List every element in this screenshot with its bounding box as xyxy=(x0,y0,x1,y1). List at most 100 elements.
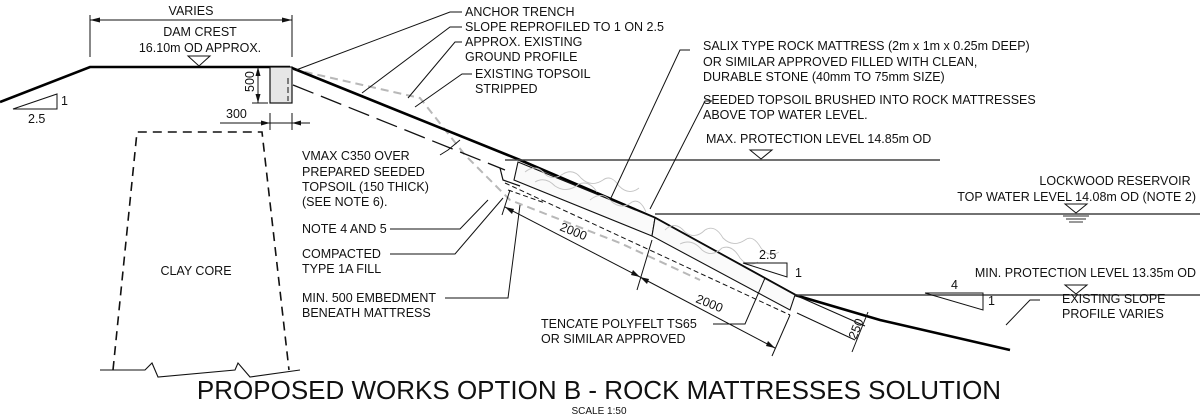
dam-crest: VARIES DAM CREST 16.10m OD APPROX. xyxy=(0,4,293,104)
level-marker-icon xyxy=(748,149,774,160)
rock-mattresses xyxy=(504,161,796,316)
existing-ground-profile xyxy=(291,68,701,281)
anchor-trench-label: ANCHOR TRENCH xyxy=(465,5,575,19)
rock-texture xyxy=(524,167,647,213)
anchor-trench: 500 300 xyxy=(220,66,310,130)
arrow-icon xyxy=(631,270,640,277)
tencate-label-2: OR SIMILAR APPROVED xyxy=(541,332,685,346)
dim-line-2000-1 xyxy=(504,206,641,278)
leader-seeded xyxy=(649,100,712,210)
vmax-label-1: VMAX C350 OVER xyxy=(302,149,410,163)
ground-profile-label-2: GROUND PROFILE xyxy=(465,50,578,64)
level-marker-icon xyxy=(1063,284,1089,295)
dam-crest-level: 16.10m OD APPROX. xyxy=(139,41,261,55)
slope-triangle-icon xyxy=(12,93,58,110)
leader-topsoil xyxy=(414,73,472,108)
level-marker-icon xyxy=(1063,203,1089,214)
ground-profile-label-1: APPROX. EXISTING xyxy=(465,35,582,49)
embedment-label-1: MIN. 500 EMBEDMENT xyxy=(302,291,436,305)
trench-depth-label: 500 xyxy=(243,71,257,92)
seeded-label-1: SEEDED TOPSOIL BRUSHED INTO ROCK MATTRES… xyxy=(703,93,1036,107)
slope-run-label: 2.5 xyxy=(28,112,45,126)
slope-reprofiled-label: SLOPE REPROFILED TO 1 ON 2.5 xyxy=(465,20,664,34)
dim-extension xyxy=(796,312,856,341)
rock-mattress-label-3: DURABLE STONE (40mm TO 75mm SIZE) xyxy=(703,70,945,84)
slope-run-label: 4 xyxy=(951,278,958,292)
drawing-title: PROPOSED WORKS OPTION B - ROCK MATTRESSE… xyxy=(197,375,1001,405)
max-protection-label: MAX. PROTECTION LEVEL 14.85m OD xyxy=(706,132,931,146)
top-water-level-label: TOP WATER LEVEL 14.08m OD (NOTE 2) xyxy=(957,190,1196,204)
leader-note45 xyxy=(390,199,489,230)
depth-dim-line xyxy=(851,311,869,353)
dim-extension xyxy=(501,189,511,216)
vmax-label-3: TOPSOIL (150 THICK) xyxy=(302,180,429,194)
slope-triangle-icon xyxy=(924,292,984,311)
leader-fill xyxy=(390,197,504,255)
dim-extension xyxy=(794,294,866,327)
min-protection-label: MIN. PROTECTION LEVEL 13.35m OD xyxy=(975,266,1196,280)
slope-rise-label: 1 xyxy=(795,266,802,280)
clay-core: CLAY CORE xyxy=(100,131,301,378)
leaders xyxy=(295,11,1040,326)
note45-label: NOTE 4 AND 5 xyxy=(302,222,387,236)
leader-vmax xyxy=(439,139,461,156)
crest-profile-line xyxy=(0,65,290,104)
leader-rock-mattress xyxy=(609,49,690,201)
dim-line-2000-2 xyxy=(639,276,776,349)
rock-mattress-1 xyxy=(513,161,656,237)
slope-rise-label: 1 xyxy=(61,94,68,108)
slope-indicator-left: 1 2.5 xyxy=(12,93,68,126)
existing-slope-label-2: PROFILE VARIES xyxy=(1062,307,1164,321)
seeded-label-2: ABOVE TOP WATER LEVEL. xyxy=(703,108,868,122)
fill-label-2: TYPE 1A FILL xyxy=(302,262,381,276)
mattress-length-label-1: 2000 xyxy=(558,220,589,243)
topsoil-label-2: STRIPPED xyxy=(475,82,538,96)
break-line xyxy=(100,361,301,378)
arrow-down-icon xyxy=(255,94,261,103)
embedment-label-2: BENEATH MATTRESS xyxy=(302,306,431,320)
annotations: ANCHOR TRENCH SLOPE REPROFILED TO 1 ON 2… xyxy=(302,5,1166,346)
dim-extension xyxy=(771,314,791,357)
arrow-right-icon xyxy=(261,120,270,126)
rock-mattress-label-2: OR SIMILAR APPROVED FILLED WITH CLEAN, xyxy=(703,55,977,69)
rock-texture xyxy=(664,225,780,265)
varies-label: VARIES xyxy=(169,4,214,18)
topsoil-label-1: EXISTING TOPSOIL xyxy=(475,67,591,81)
anchor-trench-box xyxy=(269,66,293,104)
slope-rise-label: 1 xyxy=(988,294,995,308)
drawing-scale: SCALE 1:50 xyxy=(571,406,626,417)
water-levels: MAX. PROTECTION LEVEL 14.85m OD LOCKWOOD… xyxy=(505,132,1200,296)
rock-mattress-2 xyxy=(651,217,796,311)
arrow-icon xyxy=(766,341,775,348)
leader-ground-profile xyxy=(407,41,462,99)
vmax-label-2: PREPARED SEEDED xyxy=(302,165,425,179)
mattress-depth-label: 250 xyxy=(846,316,867,341)
slope-indicator-toe: 4 1 xyxy=(924,278,995,311)
dim-extension xyxy=(636,239,653,291)
leader-slope-reprofiled xyxy=(361,26,462,94)
level-marker-icon xyxy=(186,55,212,67)
slope-triangle-icon xyxy=(742,262,788,278)
geotextile-layer xyxy=(504,182,791,316)
mattress-toe-step xyxy=(499,167,521,187)
slope-run-label: 2.5 xyxy=(759,248,776,262)
leader-embedment xyxy=(445,204,521,299)
tencate-label-1: TENCATE POLYFELT TS65 xyxy=(541,317,697,331)
geotextile-tail xyxy=(507,189,546,204)
dam-crest-label: DAM CREST xyxy=(163,25,237,39)
vmax-layer xyxy=(292,84,506,171)
arrow-up-icon xyxy=(255,67,261,76)
rock-mattress-label-1: SALIX TYPE ROCK MATTRESS (2m x 1m x 0.25… xyxy=(703,39,1030,53)
trench-width-label: 300 xyxy=(226,107,247,121)
slope-indicator-mattress: 2.5 1 xyxy=(742,248,802,280)
arrow-left-icon xyxy=(90,17,100,23)
vmax-label-4: (SEE NOTE 6). xyxy=(302,195,387,209)
arrow-right-icon xyxy=(282,17,292,23)
arrow-icon xyxy=(505,207,514,214)
clay-core-outline xyxy=(112,131,290,371)
leader-anchor-trench xyxy=(295,11,462,71)
fill-label-1: COMPACTED xyxy=(302,247,381,261)
mattress-length-label-2: 2000 xyxy=(694,292,725,315)
existing-slope-label-1: EXISTING SLOPE xyxy=(1062,292,1166,306)
